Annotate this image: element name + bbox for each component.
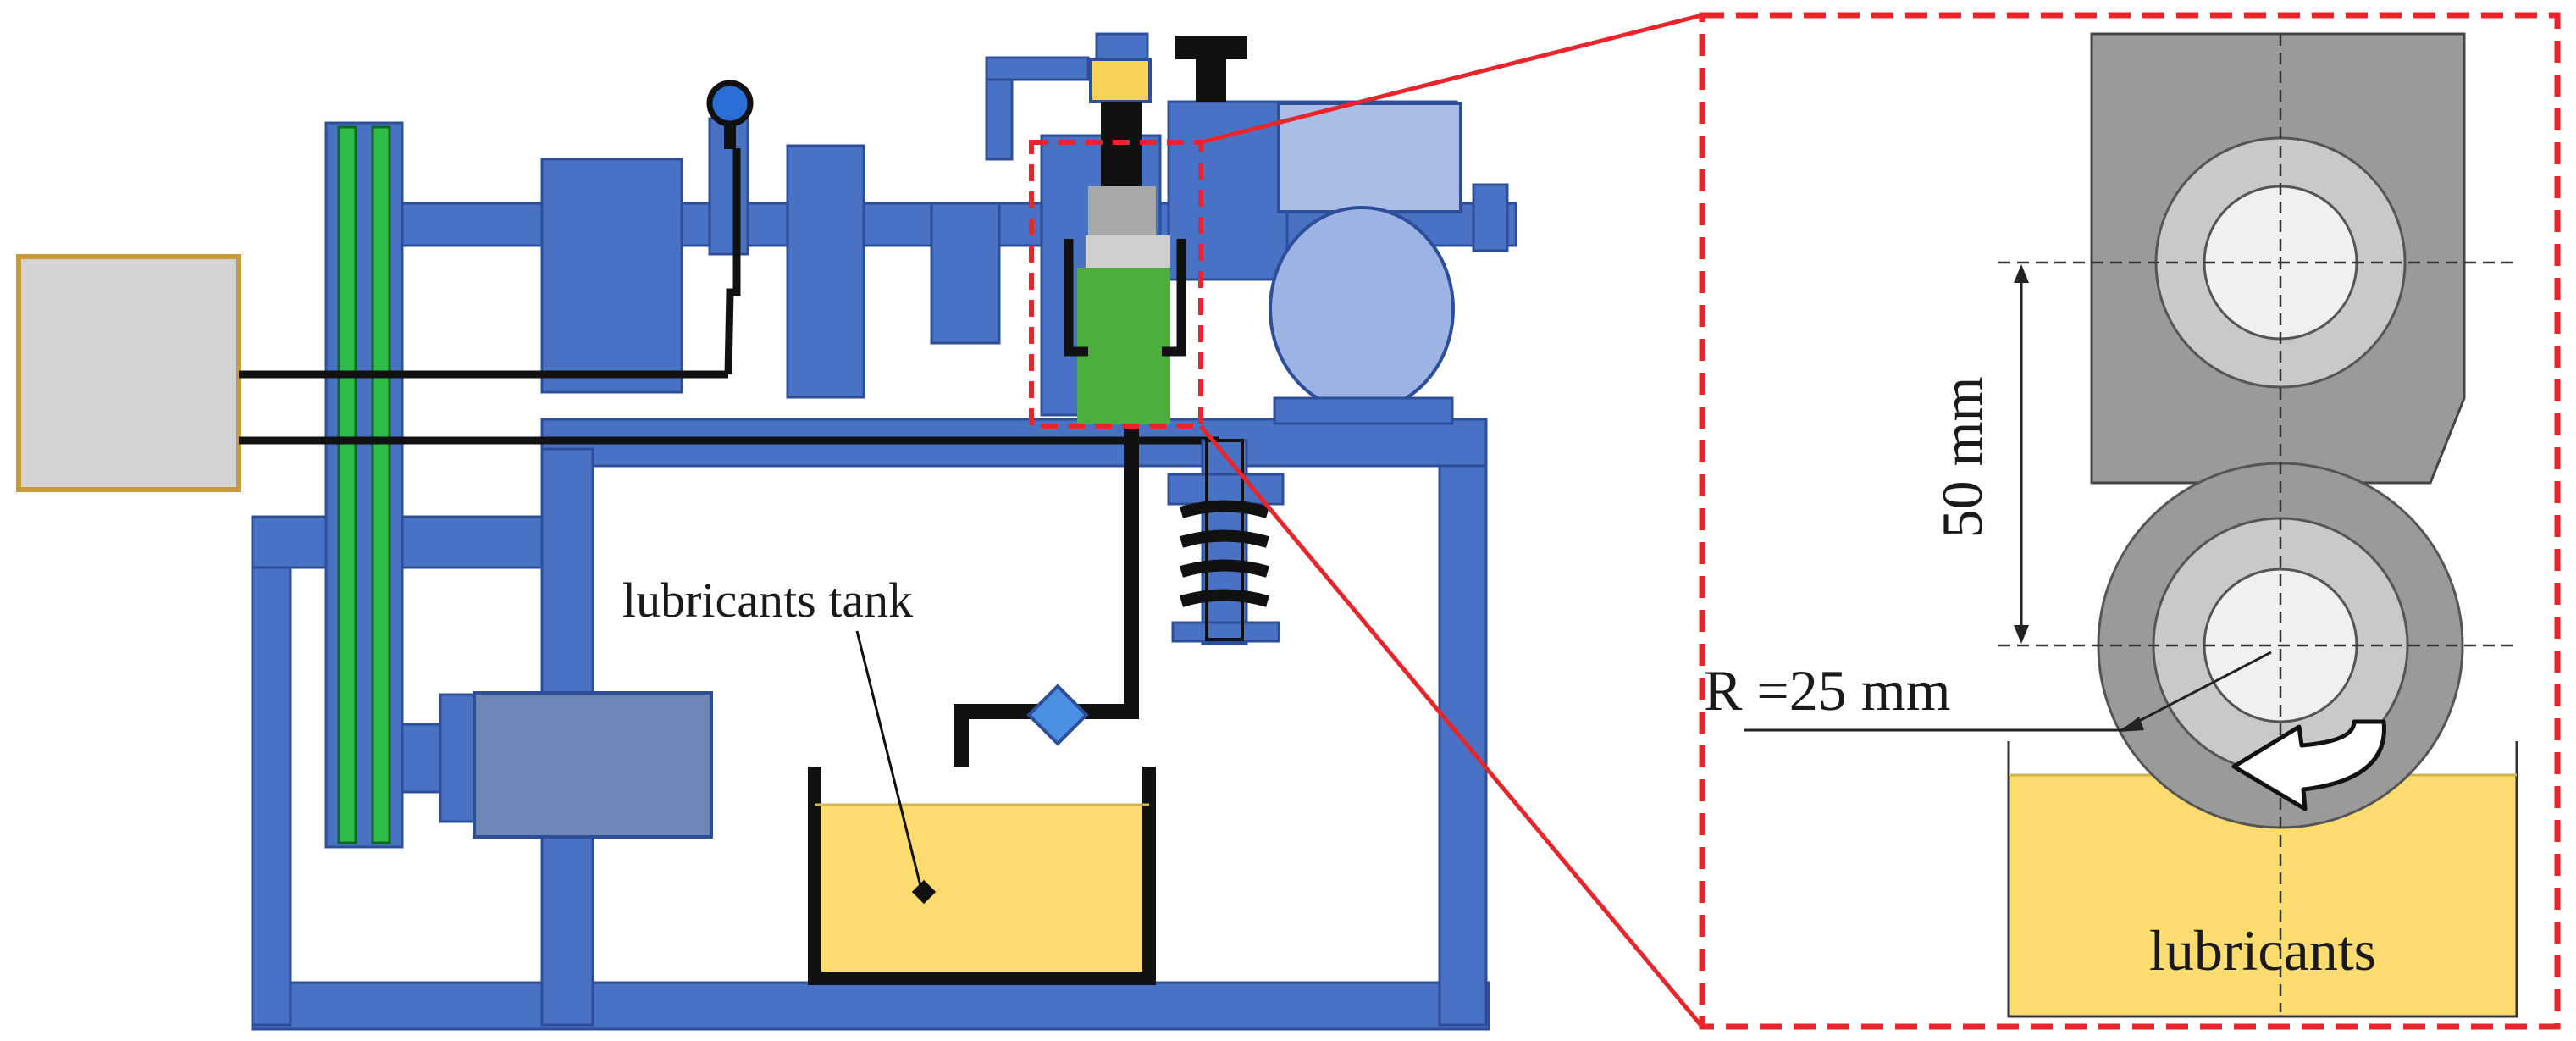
pressure-gauge-icon	[706, 80, 754, 149]
spring-damper	[1167, 439, 1285, 645]
control-box	[16, 254, 241, 492]
flywheel	[786, 144, 865, 399]
curved-rotation-arrow-icon	[2231, 719, 2386, 811]
distance-dimension	[2014, 264, 2029, 644]
tank-label: lubricants tank	[622, 573, 913, 628]
electric-motor	[401, 691, 713, 839]
shaft-right-end	[1472, 183, 1509, 252]
counter-roller	[1269, 102, 1462, 425]
diamond-valve-icon	[1026, 684, 1089, 746]
zoom-detail: 50 mm R =25 mm lubricants	[1699, 12, 2561, 1030]
center-lines	[1998, 34, 2519, 1012]
belt-drive	[324, 121, 404, 849]
zoom-connectors	[1199, 13, 1704, 1028]
bearing-block-1	[540, 158, 683, 394]
top-block	[1167, 100, 1289, 281]
signal-wires	[239, 148, 1219, 445]
zoom-source-box	[1029, 140, 1203, 429]
lubricant-tank	[808, 767, 1156, 985]
load-weight	[1089, 32, 1247, 103]
radius-label: R =25 mm	[1704, 658, 1951, 723]
radius-dimension	[1744, 651, 2272, 732]
machine-overview: lubricants tank	[16, 32, 1517, 1031]
specimen-holder	[1064, 102, 1186, 424]
tank-label-leader	[855, 630, 923, 890]
distance-label: 50 mm	[1930, 377, 1994, 539]
bath-label: lubricants	[2149, 918, 2376, 983]
coupling	[930, 202, 1001, 345]
